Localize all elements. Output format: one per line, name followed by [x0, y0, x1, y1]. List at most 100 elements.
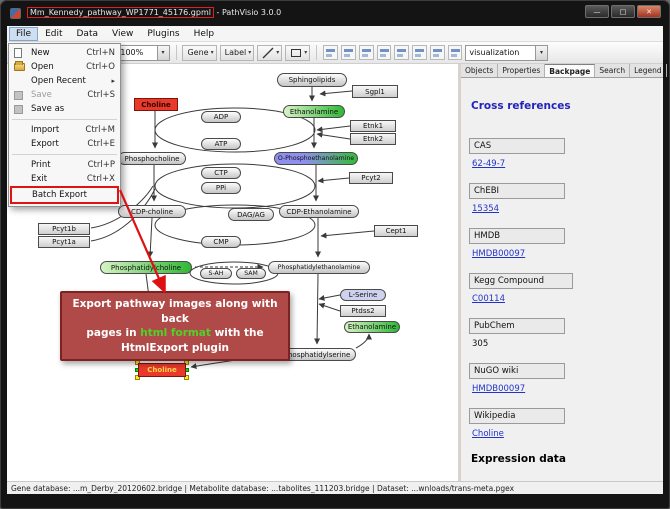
- node-choline-bottom[interactable]: Choline: [138, 363, 186, 377]
- xref-id-link[interactable]: HMDB00097: [472, 249, 526, 259]
- label-tool-dropdown[interactable]: Label▾: [219, 44, 255, 61]
- xref-source: NuGO wiki: [469, 363, 565, 379]
- node-sam[interactable]: SAM: [236, 268, 266, 279]
- xref-entry: PubChem 305: [469, 318, 655, 349]
- datanode-tool-dropdown[interactable]: Gene▾: [182, 44, 217, 61]
- file-menu-save-as[interactable]: Save as: [9, 102, 120, 116]
- tab-legend[interactable]: Legend: [630, 64, 667, 77]
- file-menu-label: Import: [31, 125, 60, 135]
- node-ethanolamine-right[interactable]: Ethanolamine: [344, 321, 400, 333]
- xref-source: ChEBI: [469, 183, 565, 199]
- align-right-icon[interactable]: [358, 45, 374, 60]
- window-title-suffix: - PathVisio 3.0.0: [213, 8, 282, 17]
- close-button[interactable]: ✕: [637, 5, 661, 18]
- import-icon: [14, 125, 27, 136]
- visualization-combobox[interactable]: visualization▾: [465, 44, 548, 61]
- line-tool-dropdown[interactable]: ▾: [257, 44, 283, 61]
- align-center-icon[interactable]: [341, 45, 356, 60]
- menu-data[interactable]: Data: [76, 28, 99, 39]
- menu-view[interactable]: View: [112, 28, 134, 39]
- minimize-button[interactable]: —: [585, 5, 609, 18]
- tab-backpage[interactable]: Backpage: [545, 64, 596, 77]
- callout-line3: HtmlExport plugin: [120, 341, 230, 354]
- node-etnk1[interactable]: Etnk1: [350, 120, 396, 132]
- node-pcyt2[interactable]: Pcyt2: [349, 172, 393, 184]
- xref-id-value: 305: [472, 339, 489, 349]
- xref-source: Kegg Compound: [469, 273, 573, 289]
- node-cdp-ethanolamine[interactable]: CDP-Ethanolamine: [279, 205, 359, 218]
- tab-search[interactable]: Search: [595, 64, 631, 77]
- zoom-combobox[interactable]: 100%▾: [116, 44, 170, 61]
- callout-line2-pre: pages in: [86, 327, 141, 339]
- xref-id-link[interactable]: C00114: [472, 294, 505, 304]
- label-tool-label: Label: [224, 48, 247, 57]
- menu-edit[interactable]: Edit: [45, 28, 63, 39]
- file-menu-batch-export[interactable]: Batch Export: [10, 186, 119, 204]
- xref-id-link[interactable]: HMDB00097: [472, 384, 526, 394]
- shape-tool-dropdown[interactable]: ▾: [285, 44, 311, 61]
- node-dag-ag[interactable]: DAG/AG: [228, 208, 274, 221]
- node-ppi[interactable]: PPi: [201, 182, 241, 194]
- distribute-horizontal-icon[interactable]: [429, 45, 445, 60]
- node-sgpl1[interactable]: Sgpl1: [352, 85, 398, 98]
- menu-bar: File Edit Data View Plugins Help: [7, 26, 663, 42]
- node-l-serine[interactable]: L-Serine: [340, 289, 386, 301]
- selection-handle[interactable]: [135, 375, 140, 380]
- xref-id-link[interactable]: 15354: [472, 204, 500, 214]
- node-phosphocholine[interactable]: Phosphocholine: [118, 152, 186, 165]
- app-icon: [10, 8, 21, 19]
- node-phosphatidylcholine[interactable]: Phosphatidylcholine: [100, 261, 192, 274]
- panel-splitter[interactable]: [458, 64, 461, 481]
- node-choline-top[interactable]: Choline: [134, 98, 178, 111]
- selected-node-wrapper: Choline: [135, 360, 191, 382]
- menu-plugins[interactable]: Plugins: [147, 28, 180, 39]
- xref-source: PubChem: [469, 318, 565, 334]
- node-o-phosphoethanolamine[interactable]: O-Phosphoethanolamine: [274, 152, 358, 165]
- chevron-down-icon[interactable]: ▾: [535, 45, 547, 60]
- xref-entry: NuGO wiki HMDB00097: [469, 363, 655, 394]
- align-middle-icon[interactable]: [394, 45, 410, 60]
- file-menu-shortcut: Ctrl+P: [87, 160, 115, 170]
- align-left-icon[interactable]: [323, 45, 339, 60]
- node-cmp[interactable]: CMP: [201, 236, 241, 248]
- node-cept1[interactable]: Cept1: [374, 225, 418, 237]
- file-menu-shortcut: Ctrl+N: [86, 48, 115, 58]
- file-menu-open-recent[interactable]: Open Recent▸: [9, 74, 120, 88]
- node-sphingolipids[interactable]: Sphingolipids: [277, 73, 347, 87]
- chevron-down-icon[interactable]: ▾: [156, 45, 169, 60]
- align-bottom-icon[interactable]: [412, 45, 427, 60]
- save-disk-icon: [14, 90, 27, 101]
- maximize-button[interactable]: □: [611, 5, 635, 18]
- node-ethanolamine-top[interactable]: Ethanolamine: [283, 105, 345, 118]
- node-ptdss2[interactable]: Ptdss2: [340, 305, 386, 317]
- node-pcyt1a[interactable]: Pcyt1a: [38, 236, 90, 248]
- backpage-content: Cross references CAS 62-49-7 ChEBI 15354…: [461, 78, 663, 465]
- xref-id-link[interactable]: Choline: [472, 429, 504, 439]
- selection-handle[interactable]: [184, 375, 189, 380]
- node-phosphatidylethanolamine[interactable]: Phosphatidylethanolamine: [268, 261, 370, 274]
- menu-help[interactable]: Help: [193, 28, 215, 39]
- xref-id-link[interactable]: 62-49-7: [472, 159, 506, 169]
- menu-file[interactable]: File: [9, 26, 39, 41]
- node-ctp[interactable]: CTP: [201, 167, 241, 179]
- node-sah[interactable]: S-AH: [200, 268, 232, 279]
- toolbar-separator: [175, 45, 177, 60]
- tab-objects[interactable]: Objects: [461, 64, 499, 77]
- node-pcyt1b[interactable]: Pcyt1b: [38, 223, 90, 235]
- distribute-vertical-icon[interactable]: [447, 45, 463, 60]
- align-top-icon[interactable]: [376, 45, 392, 60]
- node-adp[interactable]: ADP: [201, 111, 241, 123]
- tab-properties[interactable]: Properties: [498, 64, 546, 77]
- node-cdp-choline[interactable]: CDP-choline: [118, 205, 186, 218]
- node-etnk2[interactable]: Etnk2: [350, 133, 396, 145]
- node-phosphatidylserine[interactable]: Phosphatidylserine: [278, 348, 356, 361]
- node-atp[interactable]: ATP: [201, 138, 241, 150]
- file-menu-shortcut: Ctrl+E: [87, 139, 115, 149]
